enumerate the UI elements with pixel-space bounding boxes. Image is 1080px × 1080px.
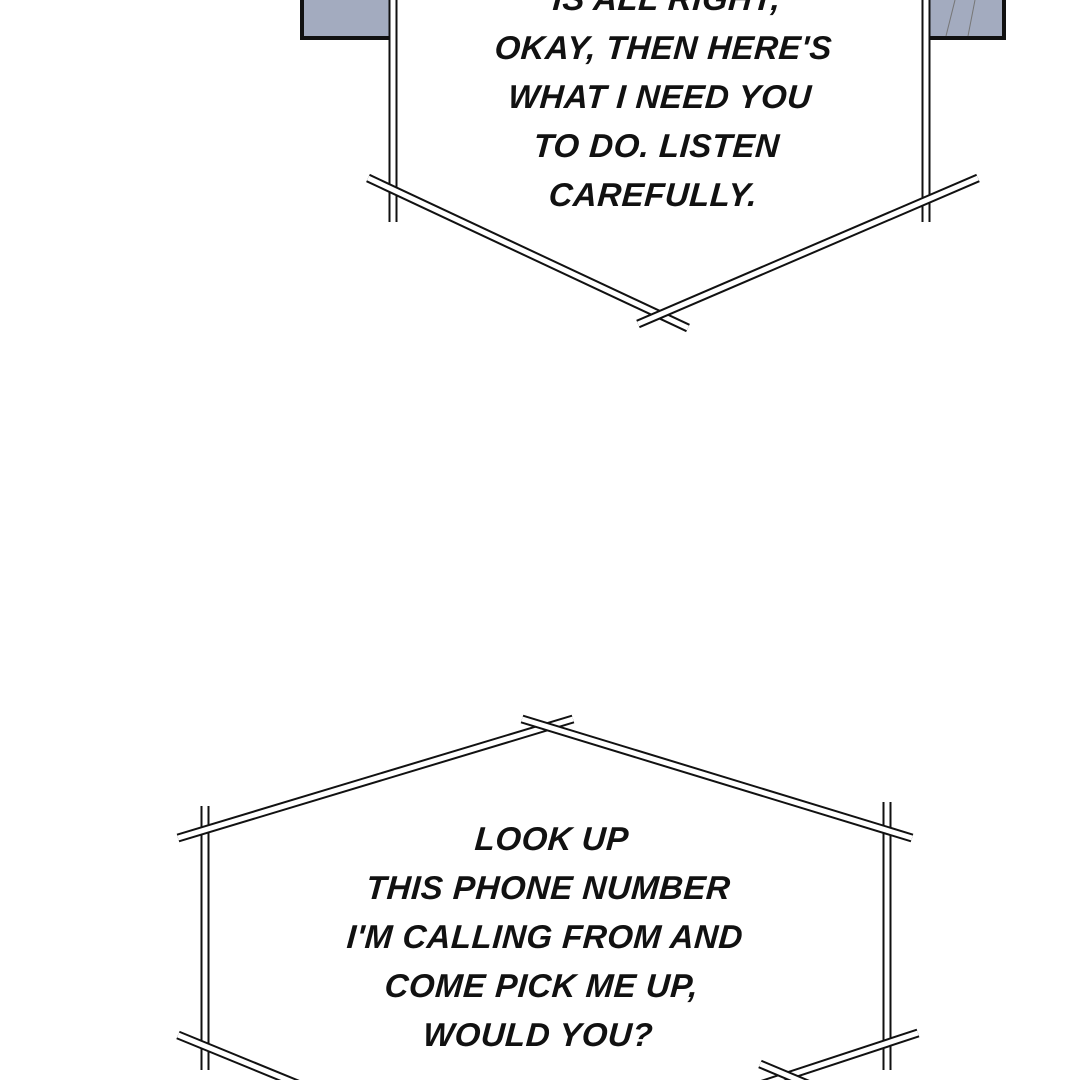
- bubble-line: COME PICK ME UP,: [383, 967, 700, 1004]
- bubble-line: IS ALL RIGHT,: [405, 0, 928, 23]
- top-speech-bubble-text: IS ALL RIGHT, OKAY, THEN HERE'S WHAT I N…: [391, 0, 928, 219]
- bubble-line: OKAY, THEN HERE'S: [493, 29, 834, 66]
- bubble-frame-line: [759, 1061, 805, 1080]
- bubble-frame-line: [366, 175, 690, 331]
- bubble-frame-line: [177, 1032, 295, 1080]
- bubble-line: TO DO. LISTEN: [532, 127, 781, 164]
- bubble-frame-line: [637, 175, 979, 327]
- top-speech-bubble-frame: [366, 0, 980, 333]
- bubble-line: WOULD YOU?: [421, 1016, 655, 1053]
- bubble-frame-line: [521, 716, 913, 841]
- comic-panel-top: [300, 0, 1006, 40]
- bottom-speech-bubble-frame: [176, 714, 920, 1080]
- bubble-fill: [394, 0, 926, 316]
- bubble-line: WHAT I NEED YOU: [507, 78, 813, 115]
- bubble-line: I'M CALLING FROM AND: [345, 918, 745, 955]
- bubble-frame-line: [177, 716, 574, 841]
- bubble-fill: [206, 727, 887, 1080]
- bubble-line: CAREFULLY.: [547, 176, 759, 213]
- bubble-line: THIS PHONE NUMBER: [365, 869, 732, 906]
- bubble-line: LOOK UP: [473, 820, 631, 857]
- bottom-speech-bubble-text: LOOK UP THIS PHONE NUMBER I'M CALLING FR…: [241, 814, 848, 1059]
